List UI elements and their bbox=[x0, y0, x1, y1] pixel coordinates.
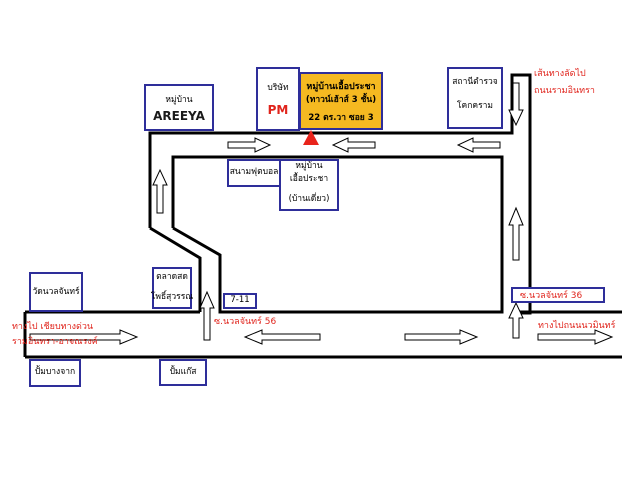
arrow-left-top3 bbox=[456, 137, 501, 153]
arrow-right-main3 bbox=[404, 329, 479, 345]
arrow-right-top1 bbox=[227, 137, 272, 153]
label-uea-1: หมู่บ้าน bbox=[295, 161, 323, 171]
location-marker bbox=[303, 130, 319, 145]
arrow-up-right bbox=[508, 206, 524, 261]
arrow-up-left bbox=[152, 168, 168, 214]
arrow-right-main4 bbox=[537, 329, 614, 345]
left-connector bbox=[149, 226, 202, 312]
label-pm-1: บริษัท bbox=[267, 83, 289, 93]
box-market bbox=[152, 267, 192, 309]
label-soi36: ซ.นวลจันทร์ 36 bbox=[520, 291, 583, 301]
arrow-up-market bbox=[199, 290, 215, 341]
label-football: สนามฟุตบอล bbox=[229, 167, 279, 177]
arrow-left-top2 bbox=[331, 137, 376, 153]
arrow-down-right bbox=[508, 82, 524, 127]
label-uea-2: เอื้อประชา bbox=[289, 174, 329, 184]
label-gas: ปั้มแก๊ส bbox=[169, 367, 197, 377]
arrow-right-main1 bbox=[29, 329, 139, 345]
label-police-2: โคกคราม bbox=[456, 101, 494, 111]
label-uea-3: (บ้านเดี่ยว) bbox=[288, 194, 330, 204]
target-highlight bbox=[299, 72, 383, 130]
box-football bbox=[227, 159, 281, 187]
label-target-1: หมู่บ้านเอื้อประชา bbox=[306, 82, 376, 92]
road-lines bbox=[23, 73, 622, 359]
label-pm-2: PM bbox=[267, 103, 289, 117]
box-gas bbox=[159, 359, 207, 386]
label-market-1: ตลาดสด bbox=[156, 272, 188, 282]
label-to-nuanchan: ทางไปถนนนวมินทร์ bbox=[538, 321, 616, 331]
label-711: 7-11 bbox=[230, 295, 250, 305]
box-temple bbox=[29, 272, 83, 312]
box-bus bbox=[29, 359, 81, 387]
box-police bbox=[447, 67, 503, 129]
box-soi36 bbox=[511, 287, 605, 303]
box-711 bbox=[223, 293, 257, 309]
label-areeya-1: หมู่บ้าน bbox=[165, 95, 193, 105]
place-boxes bbox=[29, 67, 605, 387]
direction-arrows bbox=[29, 82, 614, 345]
label-temple: วัดนวลจันทร์ bbox=[32, 287, 80, 297]
label-police-1: สถานีตำรวจ bbox=[452, 77, 498, 87]
box-uea bbox=[279, 159, 339, 211]
label-shortcut-2: ถนนรามอินทรา bbox=[534, 86, 595, 96]
label-soi56: ซ.นวลจันทร์ 56 bbox=[214, 317, 277, 327]
box-pm bbox=[256, 67, 300, 131]
label-expressway-2: รามอินทรา-อาจณรงค์ bbox=[12, 337, 98, 347]
label-market-2: โพธิ์สุวรรณ bbox=[150, 292, 194, 302]
upper-road-inner bbox=[171, 155, 504, 314]
label-shortcut-1: เส้นทางลัดไป bbox=[534, 69, 586, 79]
arrow-up-right-lower bbox=[508, 301, 524, 339]
label-bus: ปั้มบางจาก bbox=[34, 367, 76, 377]
label-target-2: (ทาวน์เฮ้าส์ 3 ชั้น) bbox=[305, 95, 377, 105]
label-expressway-1: ทางไป เชียบทางด่วน bbox=[12, 322, 94, 332]
arrow-left-main2 bbox=[243, 329, 321, 345]
box-areeya bbox=[144, 84, 214, 131]
label-areeya-2: AREEYA bbox=[153, 109, 205, 123]
label-target-3: 22 ตร.วา ซอย 3 bbox=[308, 113, 374, 123]
